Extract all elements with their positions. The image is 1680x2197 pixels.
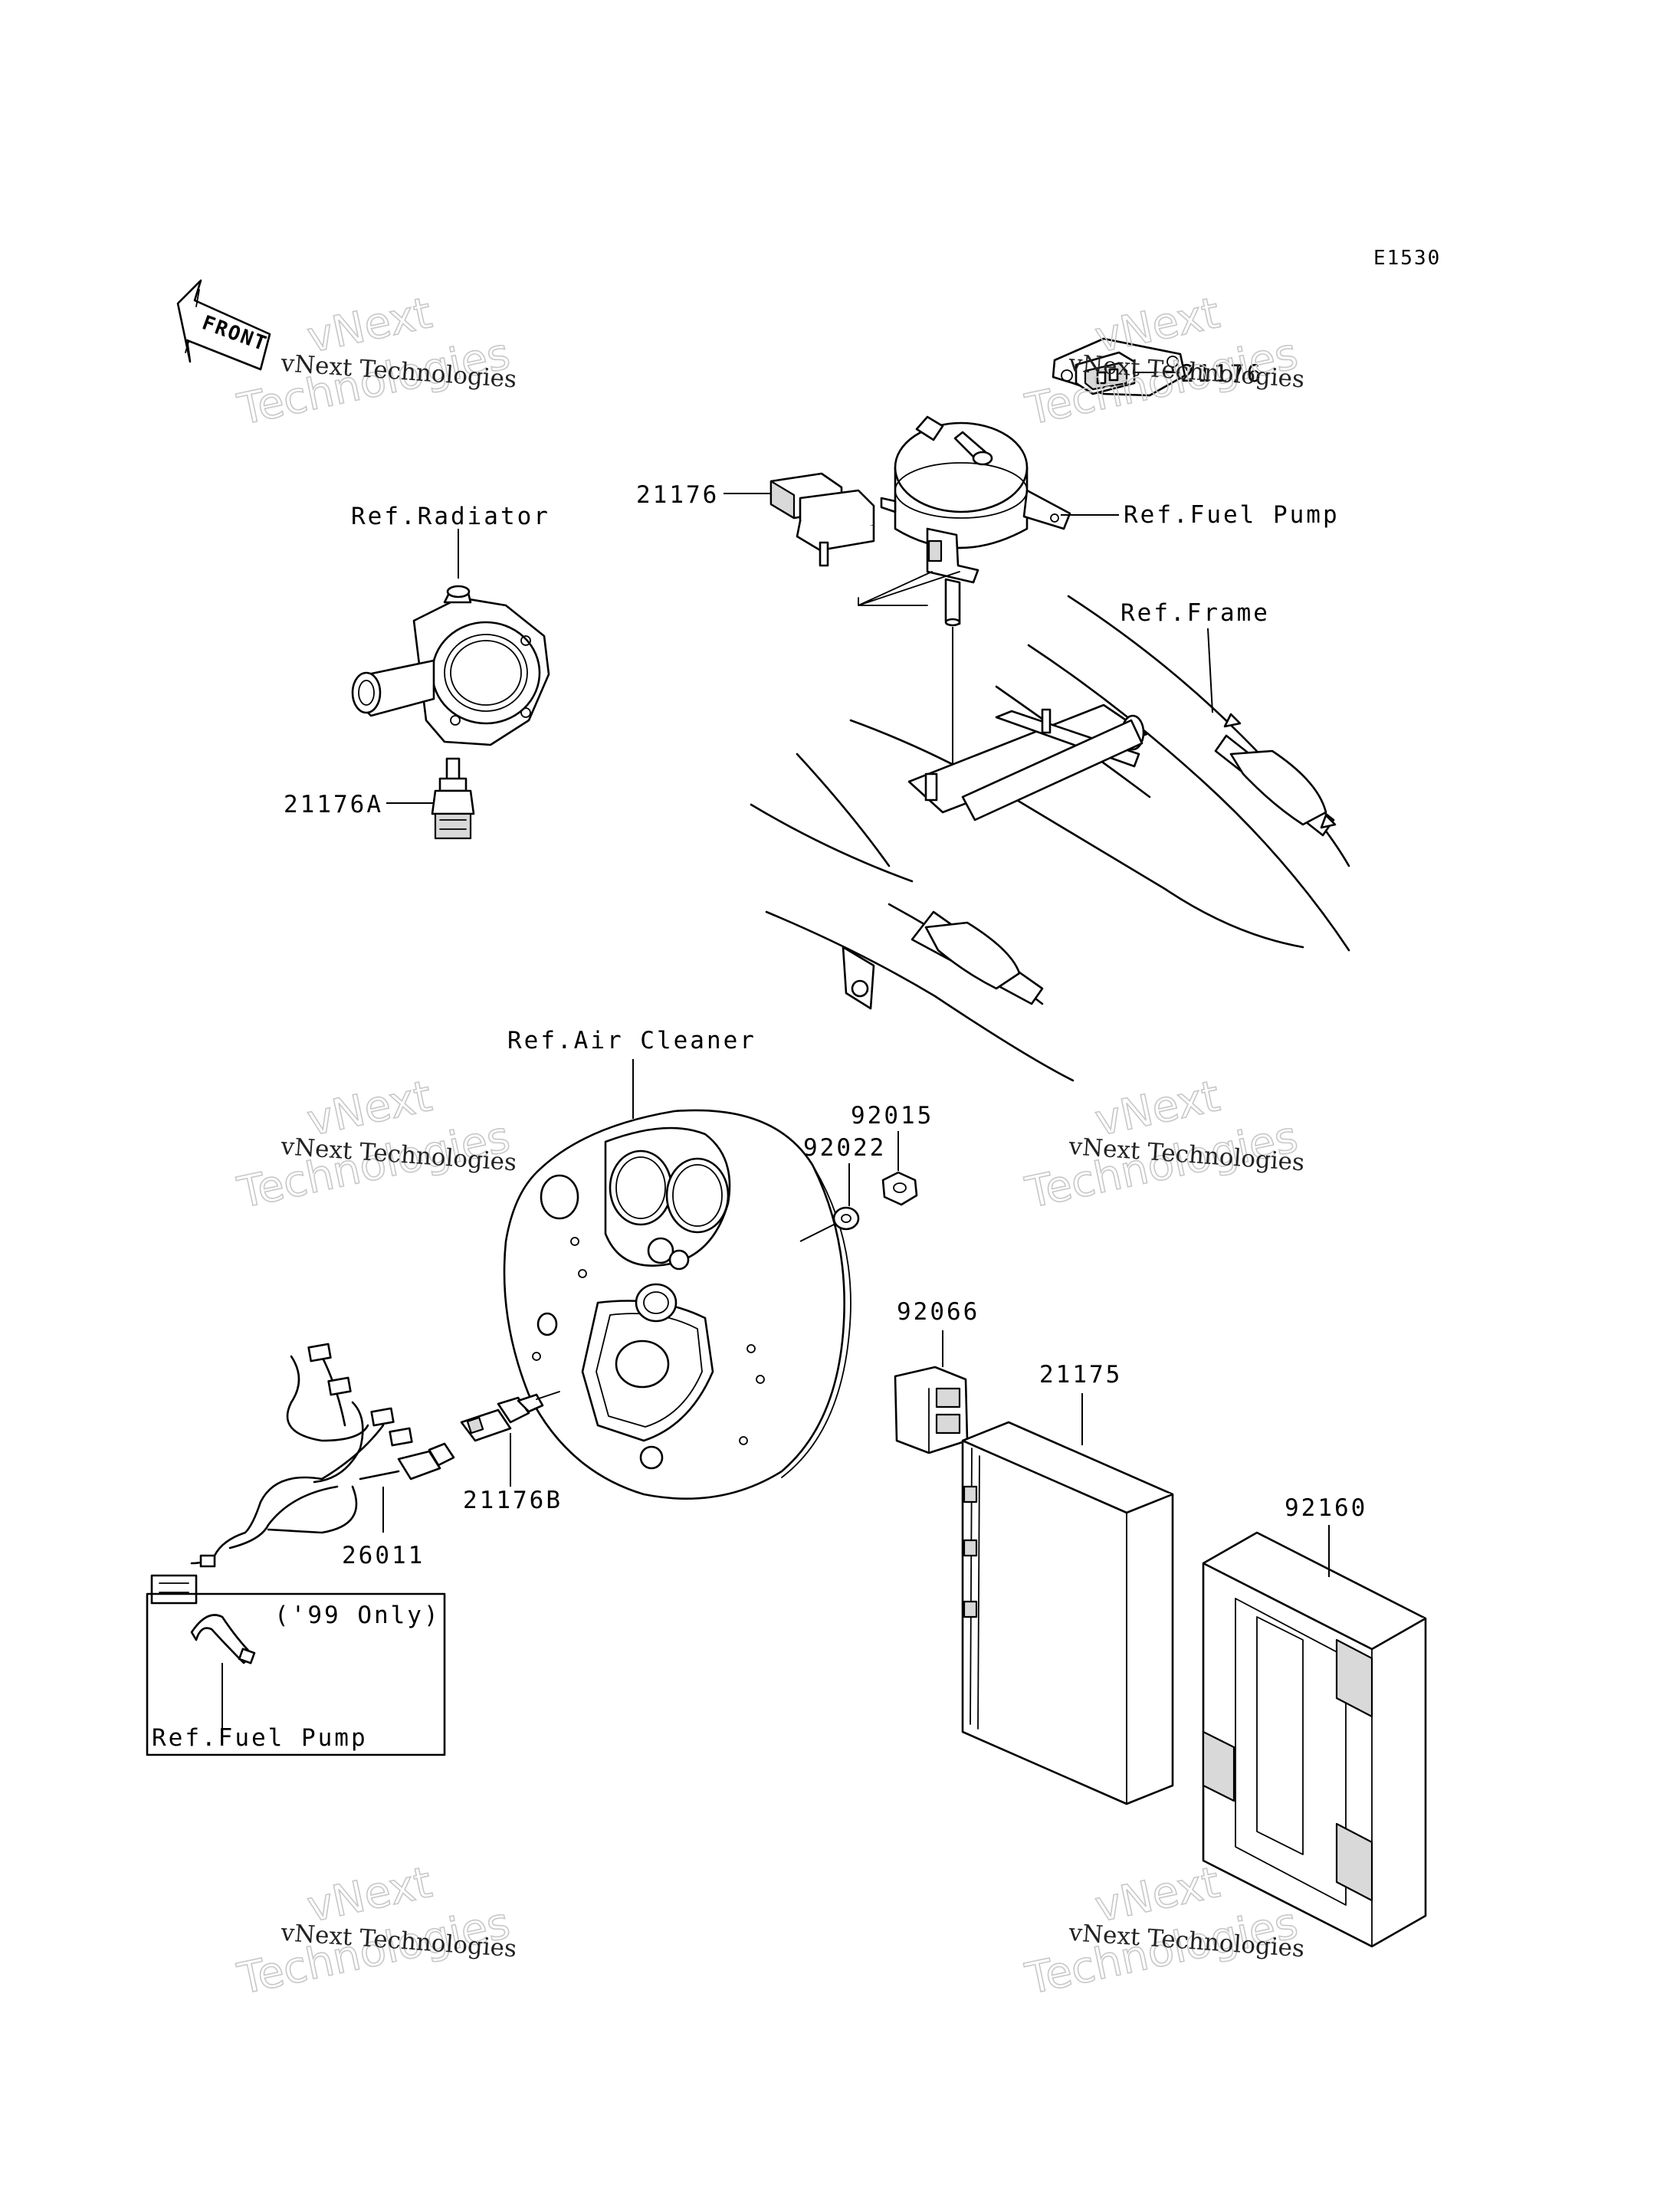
sensor-21176a [386,757,475,840]
part-21176b-label: 21176B [463,1487,563,1514]
inset-99-only: ('99 Only) Ref.Fuel Pump [146,1592,446,1756]
watermark-5: vNext Technologies vNext Technologies [233,1857,518,2005]
ref-fuel-pump-label: Ref.Fuel Pump [1124,501,1340,529]
ref-radiator-label: Ref.Radiator [351,503,550,530]
inset-note: ('99 Only) [274,1602,441,1629]
watermark-3: vNext Technologies vNext Technologies [233,1071,518,1218]
frame [750,595,1350,1082]
watermark-4: vNext Technologies vNext Technologies [1021,1071,1306,1218]
sensor-21176 [724,472,875,567]
part-21176-top-label: 21176 [1180,360,1263,388]
diagram-code: E1530 [1373,247,1441,270]
ecu-21175 [961,1393,1174,1805]
sensor-21176-top [1052,337,1186,397]
fuel-pump-assembly [858,415,1119,627]
air-cleaner [503,1059,851,1500]
radiator-fitting [351,529,550,746]
part-21176a-label: 21176A [284,791,383,818]
front-arrow-icon: FRONT [176,279,271,371]
cover-92160 [1202,1525,1427,1948]
ref-frame-label: Ref.Frame [1121,599,1270,627]
ref-air-cleaner-label: Ref.Air Cleaner [507,1027,756,1054]
part-92022-label: 92022 [803,1134,886,1162]
part-92066-label: 92066 [897,1298,979,1326]
part-92160-label: 92160 [1285,1494,1367,1522]
washer-92022 [832,1163,860,1231]
part-26011-label: 26011 [342,1542,425,1569]
watermark-1: vNext Technologies vNext Technologies [233,287,518,435]
ref-fuel-pump-inset-label: Ref.Fuel Pump [152,1724,368,1752]
part-21176-label: 21176 [636,481,719,509]
part-92015-label: 92015 [851,1102,934,1130]
connector-92066 [894,1330,969,1454]
nut-92015 [881,1131,918,1206]
sensor-21176b [460,1391,560,1487]
harness-26011 [150,1343,455,1605]
part-21175-label: 21175 [1039,1361,1122,1389]
